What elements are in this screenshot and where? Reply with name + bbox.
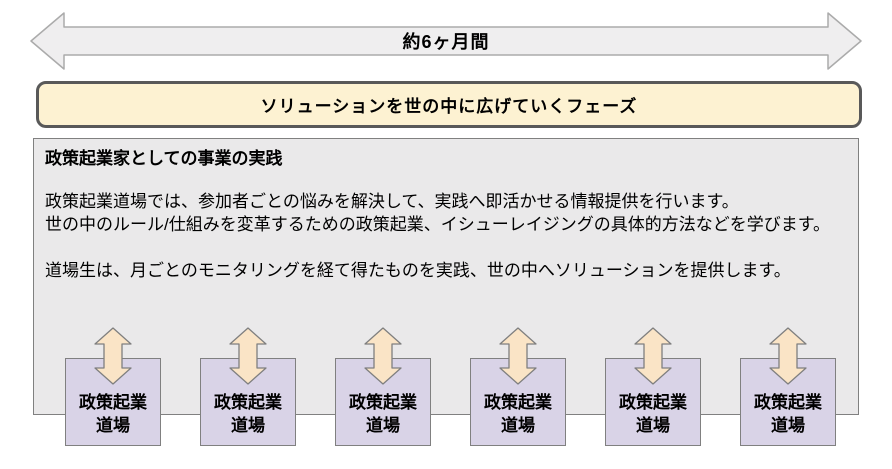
double-headed-vertical-arrow-icon bbox=[499, 327, 537, 385]
double-headed-vertical-arrow-icon bbox=[364, 327, 402, 385]
dojo-box-label-line-1: 政策起業 bbox=[214, 393, 282, 412]
updown-arrow-4 bbox=[498, 327, 538, 385]
updown-arrow-5 bbox=[633, 327, 673, 385]
phase-banner: ソリューションを世の中に広げていくフェーズ bbox=[36, 81, 862, 128]
phase-banner-label: ソリューションを世の中に広げていくフェーズ bbox=[260, 97, 638, 116]
panel-paragraph-1-line-2: 世の中のルール/仕組みを変革するための政策起業、イシューレイジングの具体的方法な… bbox=[45, 215, 831, 234]
double-headed-horizontal-arrow-icon bbox=[30, 12, 862, 70]
dojo-box-label-line-2: 道場 bbox=[366, 416, 400, 435]
panel-paragraph-1-line-1: 政策起業道場では、参加者ごとの悩みを解決して、実践へ即活かせる情報提供を行います… bbox=[45, 192, 739, 211]
updown-arrow-3 bbox=[363, 327, 403, 385]
dojo-box-label-line-1: 政策起業 bbox=[79, 393, 147, 412]
dojo-box-label-line-1: 政策起業 bbox=[349, 393, 417, 412]
double-headed-vertical-arrow-icon bbox=[634, 327, 672, 385]
dojo-box-label-line-1: 政策起業 bbox=[484, 393, 552, 412]
dojo-box-label-line-2: 道場 bbox=[231, 416, 265, 435]
dojo-box-label-line-2: 道場 bbox=[771, 416, 805, 435]
panel-paragraph-1: 政策起業道場では、参加者ごとの悩みを解決して、実践へ即活かせる情報提供を行います… bbox=[45, 190, 847, 236]
practice-description-panel: 政策起業家としての事業の実践 政策起業道場では、参加者ごとの悩みを解決して、実践… bbox=[33, 138, 859, 415]
dojo-box-6: 政策起業 道場 bbox=[740, 358, 836, 446]
panel-paragraph-2: 道場生は、月ごとのモニタリングを経て得たものを実践、世の中へソリューションを提供… bbox=[45, 261, 791, 280]
updown-arrow-6 bbox=[768, 327, 808, 385]
dojo-box-label-line-2: 道場 bbox=[501, 416, 535, 435]
panel-title: 政策起業家としての事業の実践 bbox=[45, 149, 283, 168]
updown-arrow-1 bbox=[93, 327, 133, 385]
dojo-box-label-line-1: 政策起業 bbox=[754, 393, 822, 412]
timeline-duration-label: 約6ヶ月間 bbox=[402, 32, 490, 52]
dojo-box-label-line-2: 道場 bbox=[636, 416, 670, 435]
timeline-duration-arrow: 約6ヶ月間 bbox=[28, 10, 864, 72]
updown-arrow-2 bbox=[228, 327, 268, 385]
dojo-box-label-line-2: 道場 bbox=[96, 416, 130, 435]
dojo-box-label-line-1: 政策起業 bbox=[619, 393, 687, 412]
double-headed-vertical-arrow-icon bbox=[94, 327, 132, 385]
double-headed-vertical-arrow-icon bbox=[769, 327, 807, 385]
double-headed-vertical-arrow-icon bbox=[229, 327, 267, 385]
